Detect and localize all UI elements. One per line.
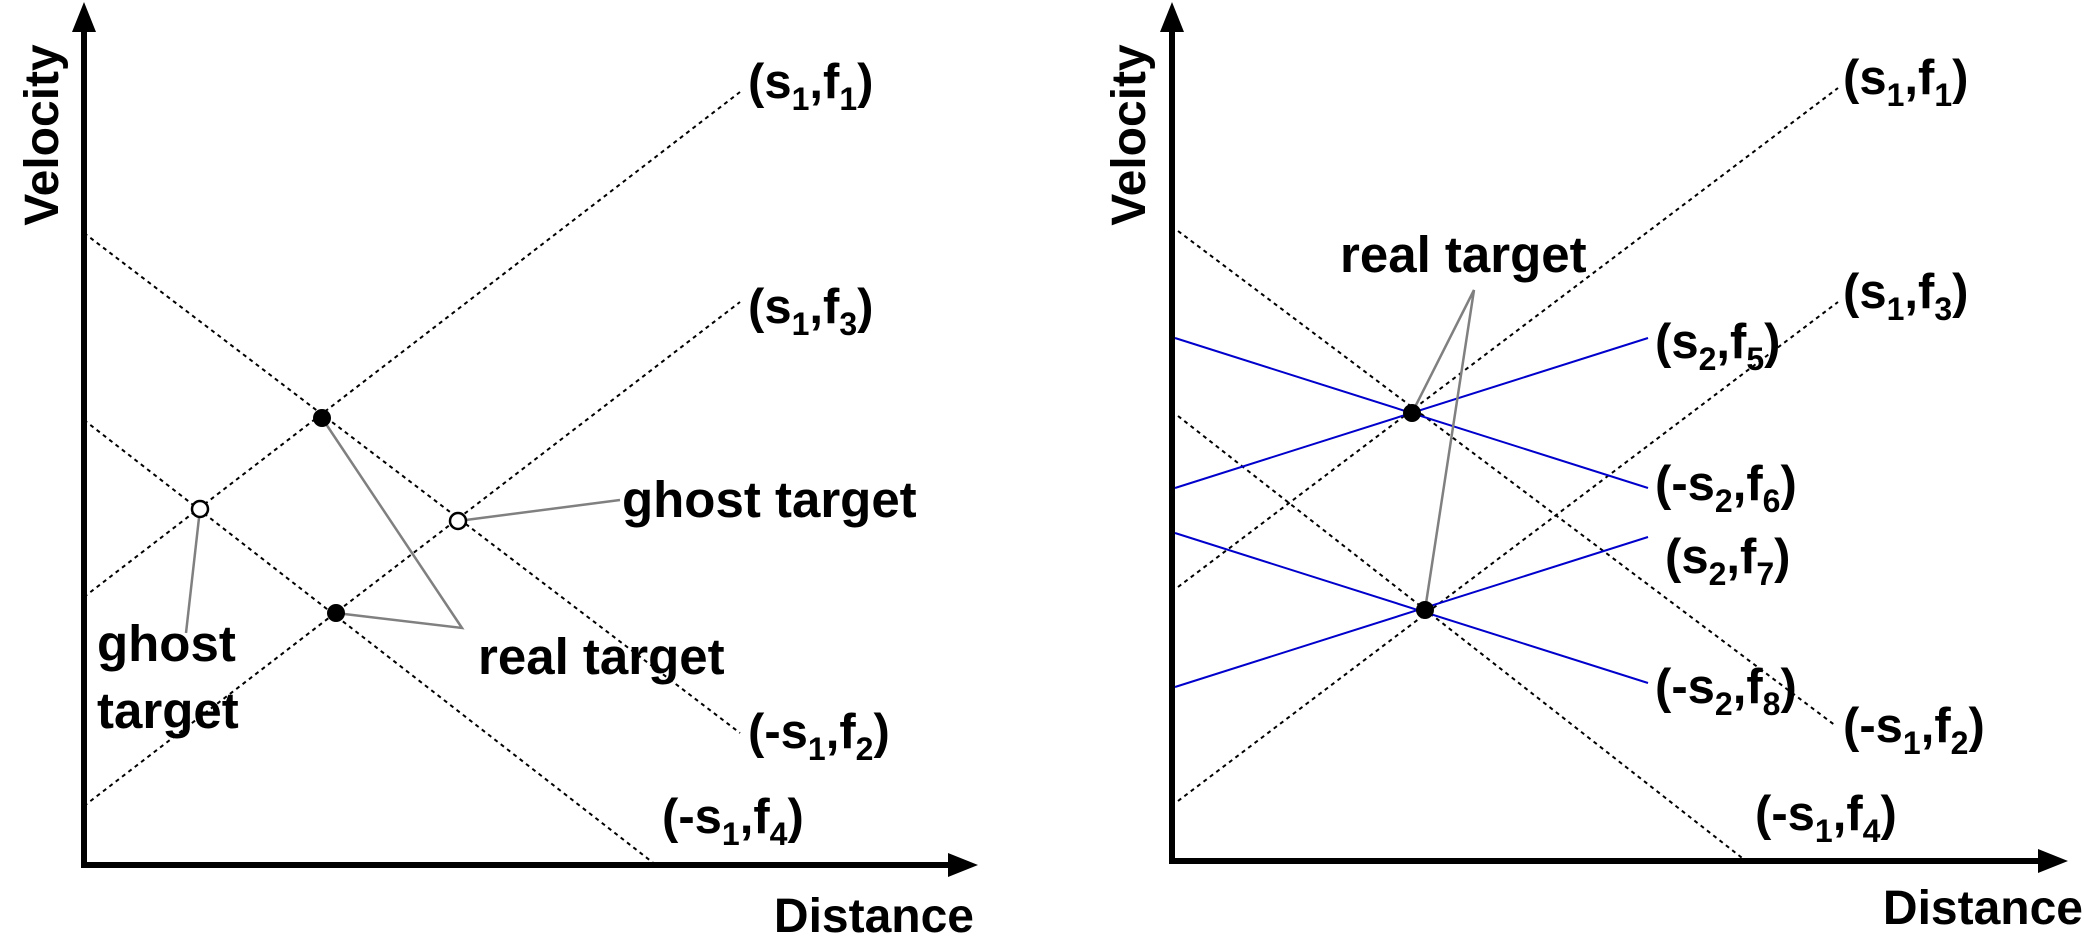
right-panel: Velocity Distance (s1,f1) (s1,f3) (s2,f5… bbox=[1103, 2, 2083, 935]
right-line-neg-s1-f2 bbox=[1177, 230, 1837, 727]
left-y-axis-title: Velocity bbox=[16, 44, 69, 226]
right-line-s1-f3 bbox=[1177, 301, 1839, 802]
left-line-labels: (s1,f1) (s1,f3) (-s1,f2) (-s1,f4) bbox=[662, 55, 890, 852]
left-label-neg-s1-f4: (-s1,f4) bbox=[662, 790, 804, 852]
left-ghost-target-point-right bbox=[448, 511, 468, 531]
right-line-neg-s1-f4 bbox=[1177, 415, 1747, 862]
left-ghost-target-label-right: ghost target bbox=[622, 471, 917, 528]
right-real-target-point-upper bbox=[1403, 404, 1421, 422]
left-ghost-target-left-leader bbox=[184, 508, 202, 634]
right-x-axis-title: Distance bbox=[1883, 882, 2083, 935]
left-label-s1-f3: (s1,f3) bbox=[748, 280, 873, 342]
right-label-s1-f1: (s1,f1) bbox=[1843, 51, 1968, 113]
right-label-neg-s2-f6: (-s2,f6) bbox=[1655, 457, 1797, 519]
left-line-s1-f3 bbox=[83, 301, 741, 807]
left-real-target-point-lower bbox=[327, 604, 345, 622]
left-real-target-point-upper bbox=[313, 409, 331, 427]
right-label-neg-s1-f4: (-s1,f4) bbox=[1755, 787, 1897, 849]
left-targets bbox=[190, 409, 468, 622]
right-line-s1-f1 bbox=[1177, 87, 1839, 588]
left-ghost-target-label-left-line2: target bbox=[97, 682, 239, 739]
right-blue-lines bbox=[1174, 337, 1649, 688]
left-x-axis-arrowhead bbox=[948, 853, 978, 877]
left-panel: Velocity Distance (s1,f1) (s1,f3) (-s1,f… bbox=[16, 2, 978, 943]
right-y-axis-title: Velocity bbox=[1103, 44, 1156, 226]
left-ghost-target-right-leader bbox=[457, 498, 621, 523]
right-dotted-lines bbox=[1177, 87, 1839, 862]
left-real-target-leader bbox=[320, 417, 465, 630]
left-leader-lines bbox=[184, 417, 621, 634]
left-line-neg-s1-f4 bbox=[83, 419, 657, 866]
right-line-labels: (s1,f1) (s1,f3) (s2,f5) (-s2,f6) (s2,f7)… bbox=[1655, 51, 1985, 849]
right-line-neg-s2-f8 bbox=[1174, 532, 1649, 684]
right-label-s2-f5: (s2,f5) bbox=[1655, 315, 1780, 377]
left-x-axis-title: Distance bbox=[774, 890, 974, 943]
left-ghost-target-point-left bbox=[190, 499, 210, 519]
right-real-target-point-lower bbox=[1416, 601, 1434, 619]
right-targets bbox=[1403, 404, 1434, 619]
right-leader-lines bbox=[1410, 289, 1476, 611]
left-real-target-label: real target bbox=[478, 628, 725, 685]
right-line-s2-f7 bbox=[1174, 536, 1649, 688]
right-label-s1-f3: (s1,f3) bbox=[1843, 265, 1968, 327]
left-ghost-target-label-left-line1: ghost bbox=[97, 615, 236, 672]
left-axes bbox=[72, 2, 978, 877]
left-line-neg-s1-f2 bbox=[83, 232, 741, 734]
right-axes bbox=[1160, 2, 2068, 873]
right-label-s2-f7: (s2,f7) bbox=[1665, 530, 1790, 592]
right-x-axis-arrowhead bbox=[2038, 849, 2068, 873]
right-label-neg-s2-f8: (-s2,f8) bbox=[1655, 660, 1797, 722]
left-y-axis-arrowhead bbox=[72, 2, 96, 32]
left-label-s1-f1: (s1,f1) bbox=[748, 55, 873, 117]
left-label-neg-s1-f2: (-s1,f2) bbox=[748, 705, 890, 767]
right-label-neg-s1-f2: (-s1,f2) bbox=[1843, 699, 1985, 761]
right-real-target-leader bbox=[1410, 289, 1476, 611]
right-real-target-label: real target bbox=[1340, 226, 1587, 283]
right-y-axis-arrowhead bbox=[1160, 2, 1184, 32]
